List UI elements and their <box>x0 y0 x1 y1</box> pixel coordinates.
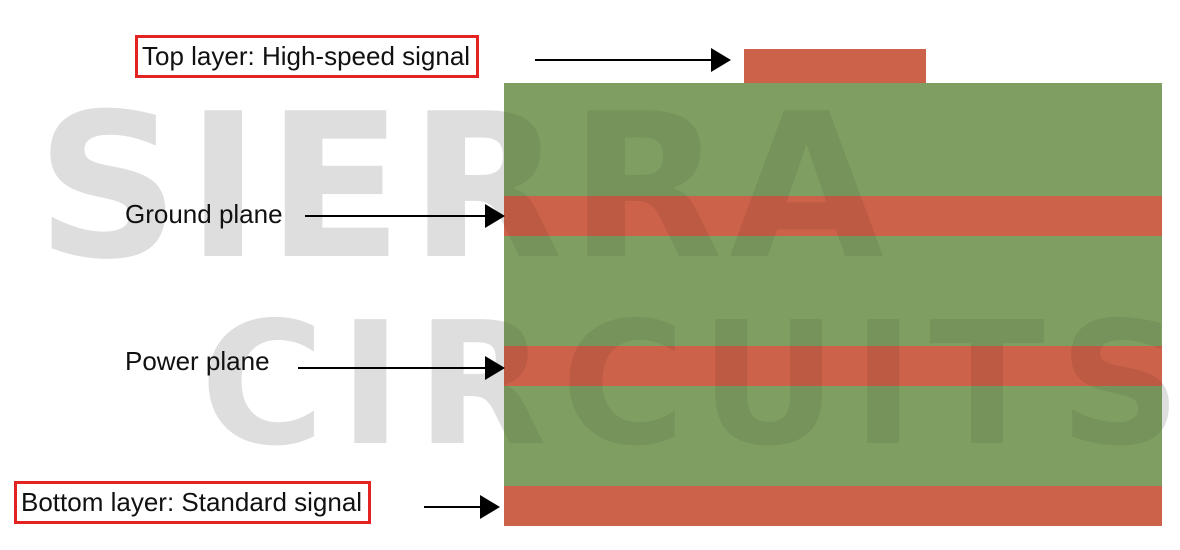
top-layer-arrow <box>535 48 731 72</box>
power-plane-label: Power plane <box>125 346 270 376</box>
top-layer-label: Top layer: High-speed signal <box>135 35 480 78</box>
power-plane-layer <box>504 346 1162 386</box>
bottom-layer-arrow <box>424 495 500 519</box>
power-plane-arrow <box>298 356 505 380</box>
top-signal-layer <box>744 49 926 83</box>
ground-plane-layer <box>504 196 1162 236</box>
bottom-signal-layer <box>504 486 1162 526</box>
pcb-substrate <box>504 83 1162 526</box>
ground-plane-arrow <box>305 204 505 228</box>
ground-plane-label: Ground plane <box>125 199 283 229</box>
bottom-layer-label: Bottom layer: Standard signal <box>14 481 372 524</box>
